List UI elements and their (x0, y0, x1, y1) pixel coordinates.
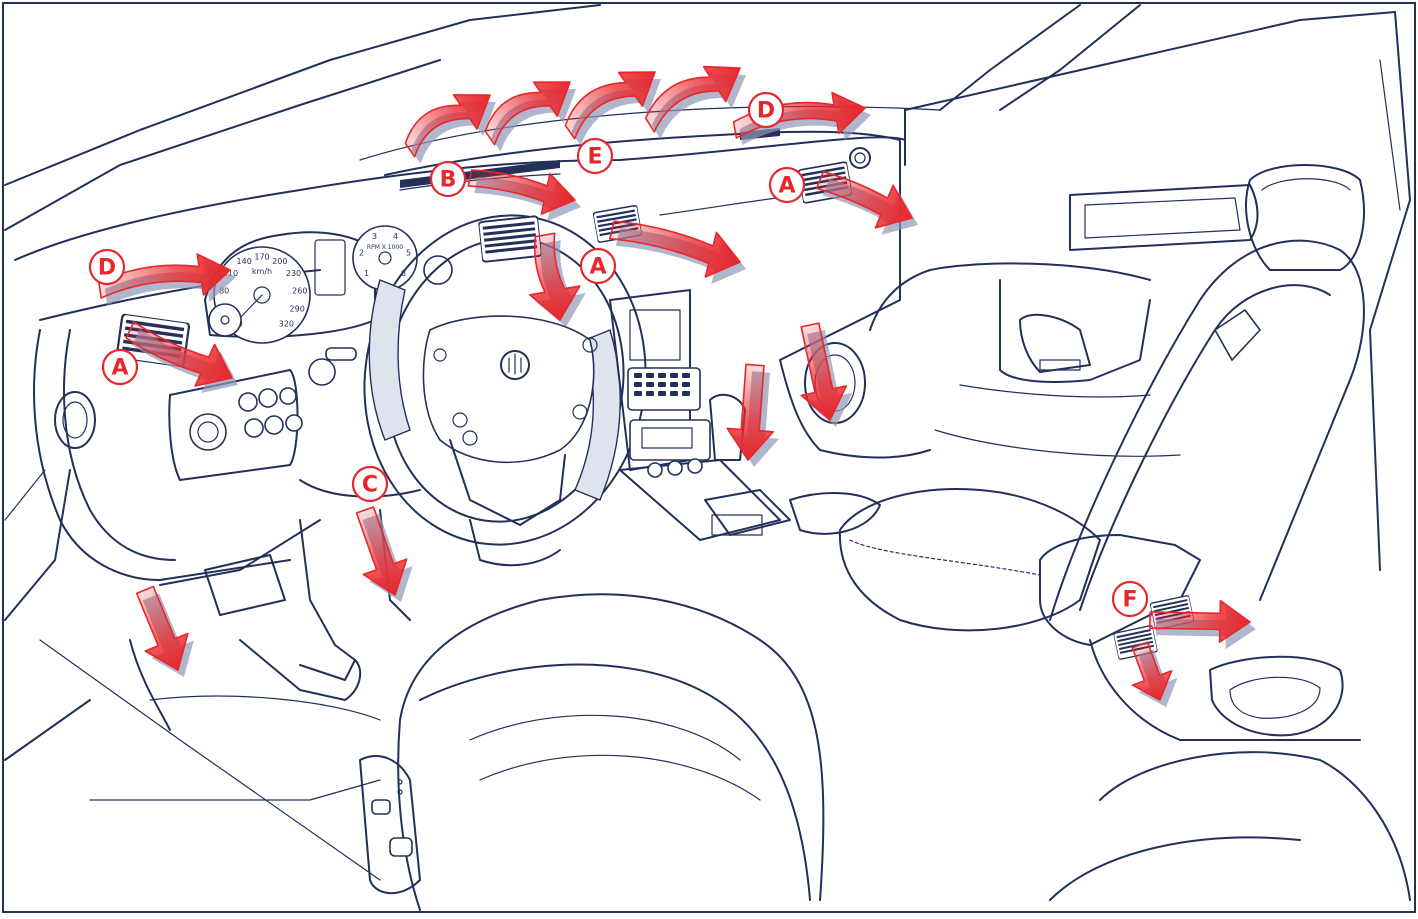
tachometer-tick-label: 5 (406, 248, 411, 257)
airflow-arrow-footwell-c (355, 506, 413, 602)
badge-d-left: D (88, 248, 126, 286)
airflow-arrow-windshield-3 (564, 71, 661, 146)
airflow-arrow-windshield-1 (404, 94, 496, 164)
svg-text:E: E (587, 145, 602, 170)
speedometer-unit: km/h (252, 267, 272, 276)
steering-wheel-grip-left (368, 279, 411, 441)
airflow-arrow-vent-left (125, 321, 238, 393)
badge-c: C (351, 465, 389, 503)
airflow-arrow-rear-f-down (1131, 641, 1178, 707)
svg-text:C: C (362, 473, 378, 498)
speedometer-tick-label: 140 (237, 257, 252, 266)
tachometer-tick-label: 1 (364, 269, 369, 278)
speedometer-tick-label: 320 (279, 319, 294, 328)
speedometer-tick-label: 260 (292, 286, 307, 295)
passenger-seat (1049, 164, 1411, 901)
airflow-arrow-rear-f-right (1149, 599, 1256, 650)
speedometer-tick-label: 80 (219, 286, 229, 295)
badge-e: E (576, 137, 614, 175)
airflow-arrow-vent-a-center-down (529, 232, 586, 327)
light-switch-panel (168, 347, 357, 481)
steering-wheel-emblem (500, 350, 530, 380)
instrument-cluster: 205080110140170200230260290320 km/h 1234… (204, 225, 453, 344)
badge-a-left: A (101, 348, 139, 386)
speedometer-tick-label: 290 (290, 305, 305, 314)
speedometer-tick-label: 200 (272, 257, 287, 266)
driver-seat (359, 593, 825, 911)
tachometer-tick-label: 4 (393, 232, 398, 241)
airflow-arrow-vent-a-right (815, 170, 918, 235)
svg-text:F: F (1122, 588, 1137, 613)
pedal-box (129, 509, 411, 731)
badge-b: B (429, 160, 467, 198)
tachometer-tick-label: 2 (359, 248, 364, 257)
badge-f: F (1111, 580, 1149, 618)
climate-keypad (627, 367, 701, 411)
airflow-arrow-windshield-2 (484, 81, 576, 152)
dash-vent-center-left (478, 214, 543, 264)
svg-text:D: D (757, 99, 775, 124)
door-panel (934, 184, 1259, 457)
badge-a-center: A (579, 247, 617, 285)
svg-text:A: A (778, 174, 795, 199)
svg-text:A: A (111, 356, 128, 381)
airflow-arrow-footwell-left (135, 585, 194, 677)
steering-wheel (363, 214, 647, 567)
svg-text:B: B (440, 168, 457, 193)
armrest (838, 488, 1361, 741)
speedometer-tick-label: 110 (223, 269, 238, 278)
badge-a-right: A (768, 166, 806, 204)
airflow-arrow-vent-a-center-right (609, 220, 746, 284)
badge-d-right: D (747, 91, 785, 129)
speedometer-tick-label: 170 (254, 252, 269, 261)
airflow-arrow-footwell-center (726, 363, 780, 467)
center-console (609, 289, 881, 541)
dashboard (14, 130, 1151, 586)
tachometer (352, 225, 418, 291)
airflow-arrow-footwell-passenger (800, 322, 853, 427)
svg-text:D: D (98, 256, 116, 281)
svg-text:A: A (589, 255, 606, 280)
airflow-arrow-side-defrost-left (98, 253, 236, 305)
airflow-arrows (98, 65, 1256, 707)
tachometer-tick-label: 3 (372, 232, 377, 241)
speedometer-tick-label: 230 (286, 269, 301, 278)
tachometer-unit: RPM X 1000 (367, 244, 403, 251)
airflow-arrow-vent-b (467, 169, 581, 222)
airflow-arrow-windshield-4 (644, 65, 746, 139)
